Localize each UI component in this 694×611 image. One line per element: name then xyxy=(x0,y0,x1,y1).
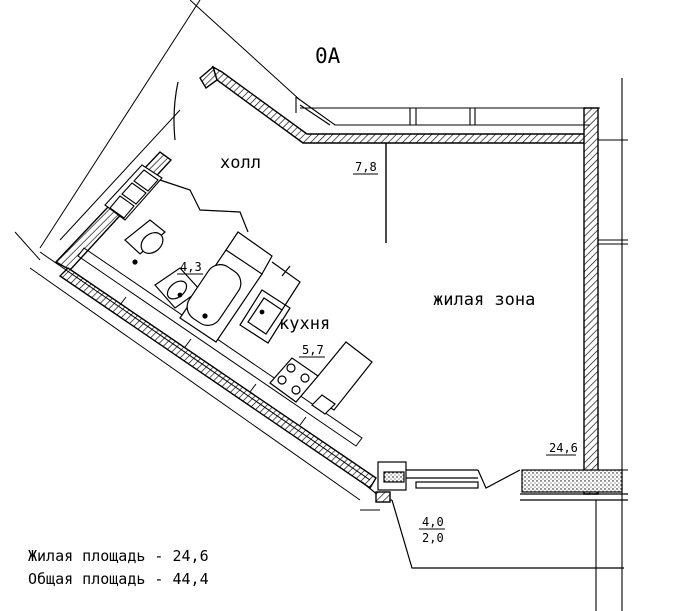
hall-area: 7,8 xyxy=(355,160,377,174)
stove xyxy=(269,357,319,403)
partition-hall xyxy=(159,179,249,233)
balcony-area-bottom: 2,0 xyxy=(422,531,444,545)
toilet xyxy=(124,219,166,265)
hall-entry-door xyxy=(173,81,179,141)
wall-ticks xyxy=(119,296,307,426)
balcony-area-top: 4,0 xyxy=(422,515,444,529)
living-area: 24,6 xyxy=(549,441,578,455)
apartment-code: 0A xyxy=(315,44,341,68)
kitchen-area: 5,7 xyxy=(302,343,324,357)
balcony-outline xyxy=(391,499,624,569)
balcony-door xyxy=(377,461,628,501)
living-area-summary: Жилая площадь - 24,6 xyxy=(28,547,209,565)
wall-right xyxy=(583,107,599,495)
kitchen-counter xyxy=(311,341,373,415)
hall-name: холл xyxy=(220,153,261,173)
wall-top xyxy=(211,65,589,144)
bathroom-area: 4,3 xyxy=(180,260,202,274)
living-name: жилая зона xyxy=(433,290,535,310)
kitchen-name: кухня xyxy=(279,314,330,334)
bathroom-sink xyxy=(154,267,201,309)
wall-bottom-inner xyxy=(77,247,363,447)
wall-top-stub xyxy=(199,65,218,90)
kitchen-sink xyxy=(239,261,301,344)
window-top xyxy=(295,96,600,126)
bathtub xyxy=(179,231,273,343)
total-area-summary: Общая площадь - 44,4 xyxy=(28,570,209,588)
wardrobe xyxy=(104,164,163,221)
